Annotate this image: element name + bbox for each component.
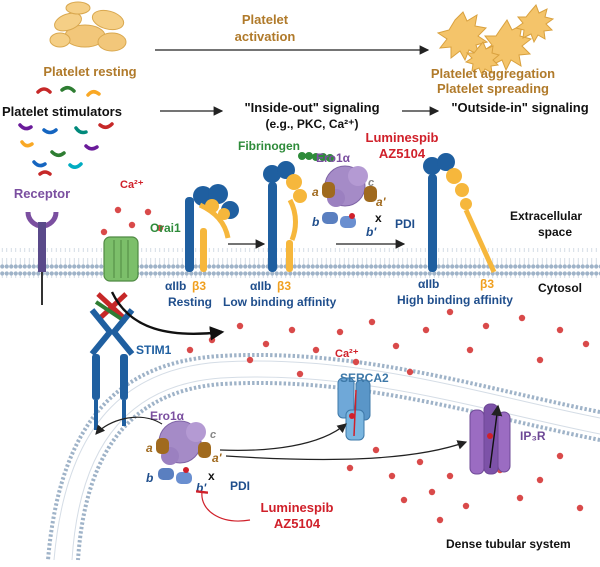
dts-membrane-outer	[46, 352, 600, 561]
stage-activation-line1: Platelet	[242, 12, 289, 27]
inhibitor-drug1-dts: Luminespib	[261, 500, 334, 515]
domain-b-prime-dts: b'	[196, 481, 207, 495]
orai1-calcium-flux-arrow	[110, 291, 225, 341]
pdi-label-dts: PDI	[230, 479, 250, 493]
cytosol-label: Cytosol	[538, 281, 582, 295]
inhibitor-drug2-extracellular: AZ5104	[379, 146, 426, 161]
extracellular-label-line1: Extracellular	[510, 209, 582, 223]
stage-spreading: Platelet spreading	[437, 81, 549, 96]
aggregated-platelets	[436, 4, 555, 77]
domain-b-prime-extracellular: b'	[366, 225, 377, 239]
stimulators-label: Platelet stimulators	[2, 104, 122, 119]
domain-b-extracellular: b	[312, 215, 319, 229]
aIIb-label-low: αIIb	[250, 279, 271, 293]
domain-a-prime-dts: a'	[212, 451, 223, 465]
receptor-protein	[25, 211, 59, 305]
domain-c-dts: c	[210, 429, 216, 441]
b3-label-resting: β3	[192, 279, 206, 293]
ero1a-to-serca2-arrow	[219, 423, 347, 451]
ero1a-to-ip3r-arrow	[225, 440, 468, 461]
resting-platelets	[49, 1, 127, 52]
integrin-high-affinity	[423, 153, 497, 274]
inhibitor-drug2-dts: AZ5104	[274, 516, 321, 531]
inside-out-label: "Inside-out" signaling	[244, 100, 379, 115]
domain-a-extracellular: a	[312, 185, 319, 199]
ero1a-pdi-complex-extracellular	[322, 165, 377, 228]
pdi-label-extracellular: PDI	[395, 217, 415, 231]
high-affinity-label: High binding affinity	[397, 293, 513, 307]
domain-a-prime-extracellular: a'	[376, 195, 387, 209]
low-affinity-label: Low binding affinity	[223, 295, 337, 309]
serca2-label: SERCA2	[340, 371, 389, 385]
orai1-channel	[103, 236, 139, 282]
ero1a-pdi-complex-dts	[156, 420, 211, 484]
domain-x-extracellular: x	[375, 211, 382, 225]
ero1a-label-dts: Ero1α	[150, 409, 185, 423]
b3-label-high: β3	[480, 277, 494, 291]
aIIb-label-high: αIIb	[418, 277, 439, 291]
resting-state-label: Resting	[168, 295, 212, 309]
domain-a-dts: a	[146, 441, 153, 455]
fibrinogen-label: Fibrinogen	[238, 139, 300, 153]
integrin-low-affinity	[263, 161, 307, 272]
aIIb-label-resting: αIIb	[165, 279, 186, 293]
ero1a-to-stim1-arrow	[95, 416, 163, 435]
stim1-protein	[89, 292, 135, 430]
inhibitor-drug1-extracellular: Luminespib	[366, 130, 439, 145]
stage-resting: Platelet resting	[43, 64, 136, 79]
inhibition-line-dts	[195, 490, 251, 522]
domain-x-dts: x	[208, 469, 215, 483]
orai1-label: Orai1	[150, 221, 181, 235]
inside-out-examples: (e.g., PKC, Ca²⁺)	[265, 117, 358, 131]
calcium-label-extracellular: Ca²⁺	[120, 179, 144, 191]
ip3r-label: IP₃R	[520, 429, 546, 443]
domain-b-dts: b	[146, 471, 153, 485]
stimulator-dashes	[18, 86, 114, 176]
outside-in-label: "Outside-in" signaling	[451, 100, 588, 115]
extracellular-label-line2: space	[538, 225, 572, 239]
integrin-resting	[185, 184, 239, 272]
dts-label: Dense tubular system	[446, 537, 571, 551]
stim1-label: STIM1	[136, 343, 172, 357]
receptor-label: Receptor	[14, 186, 70, 201]
serca2-pump	[337, 377, 371, 441]
fibrinogen-molecule	[298, 152, 334, 162]
ero1a-label-extracellular: Ero1α	[316, 151, 351, 165]
plasma-membrane	[0, 248, 600, 278]
domain-c-extracellular: c	[368, 177, 374, 189]
stage-activation-line2: activation	[235, 29, 296, 44]
ip3r-channel	[469, 403, 511, 475]
b3-label-low: β3	[277, 279, 291, 293]
stage-aggregation: Platelet aggregation	[431, 66, 555, 81]
calcium-label-cytosol: Ca²⁺	[335, 348, 359, 360]
